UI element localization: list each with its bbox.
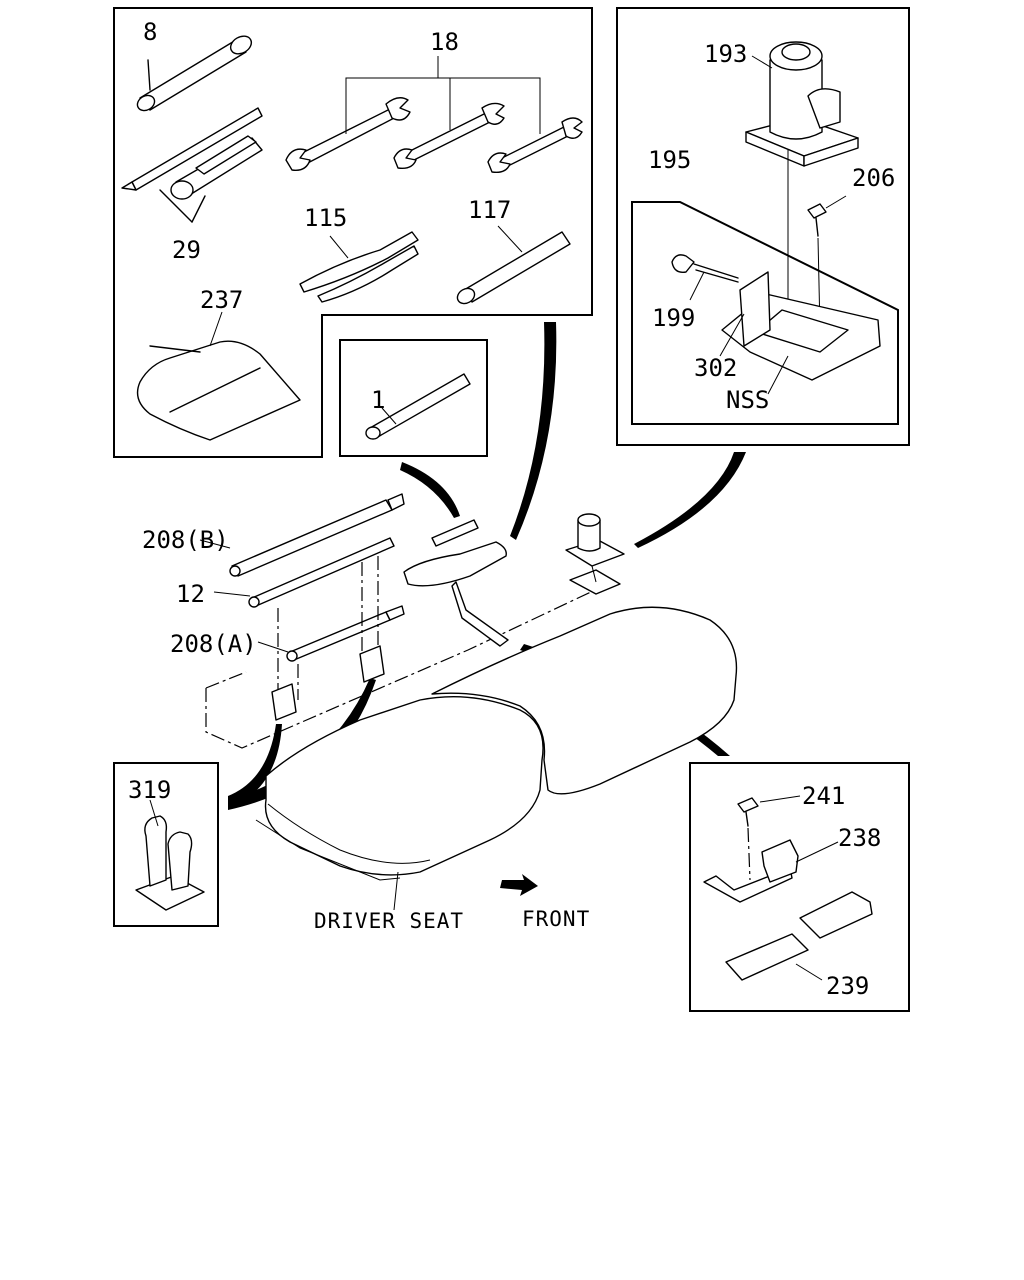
callout-115: 115 (304, 204, 347, 232)
front-arrow-icon (500, 874, 538, 896)
jack-tray-drawing (719, 271, 881, 395)
front-caption: FRONT (522, 907, 590, 931)
jack-drawing (745, 41, 859, 340)
bracket-box: 241 238 239 (689, 762, 910, 1012)
callout-237: 237 (200, 286, 243, 314)
wing-bolt-199-drawing (671, 254, 739, 301)
main-assembly (199, 493, 738, 911)
tool-bag-drawing (136, 311, 301, 441)
callout-206: 206 (852, 164, 895, 192)
handle-and-pad-drawing (403, 519, 509, 647)
wheel-nut-wrench-drawing (136, 35, 253, 112)
tire-tools-drawing (121, 107, 263, 223)
callout-18: 18 (430, 28, 459, 56)
extension-bar-drawing (456, 225, 571, 305)
callout-nss: NSS (726, 386, 769, 414)
callout-302: 302 (694, 354, 737, 382)
driver-seat-caption: DRIVER SEAT (314, 909, 464, 933)
callout-319: 319 (128, 776, 171, 804)
callout-239: 239 (826, 972, 869, 1000)
seat-cushions-drawing (255, 606, 738, 911)
rods-drawing (199, 493, 405, 662)
jack-panel: 193 195 206 199 302 NSS (616, 7, 910, 446)
handle-box: 1 (339, 339, 488, 457)
callout-241: 241 (802, 782, 845, 810)
callout-8: 8 (143, 18, 157, 46)
spanner-set-drawing (285, 56, 583, 174)
callout-195: 195 (648, 146, 691, 174)
callout-193: 193 (704, 40, 747, 68)
tool-kit-panel: 8 18 29 115 117 237 (113, 7, 593, 458)
clamp-box: 319 (113, 762, 219, 927)
callout-12: 12 (176, 580, 205, 608)
callout-208a: 208(A) (170, 630, 257, 658)
callout-1: 1 (371, 386, 385, 414)
clamps-drawing (271, 645, 385, 721)
callout-208b: 208(B) (142, 526, 229, 554)
callout-117: 117 (468, 196, 511, 224)
callout-29: 29 (172, 236, 201, 264)
small-jack-drawing (565, 513, 625, 595)
pliers-drawing (299, 231, 419, 303)
callout-238: 238 (838, 824, 881, 852)
callout-199: 199 (652, 304, 695, 332)
